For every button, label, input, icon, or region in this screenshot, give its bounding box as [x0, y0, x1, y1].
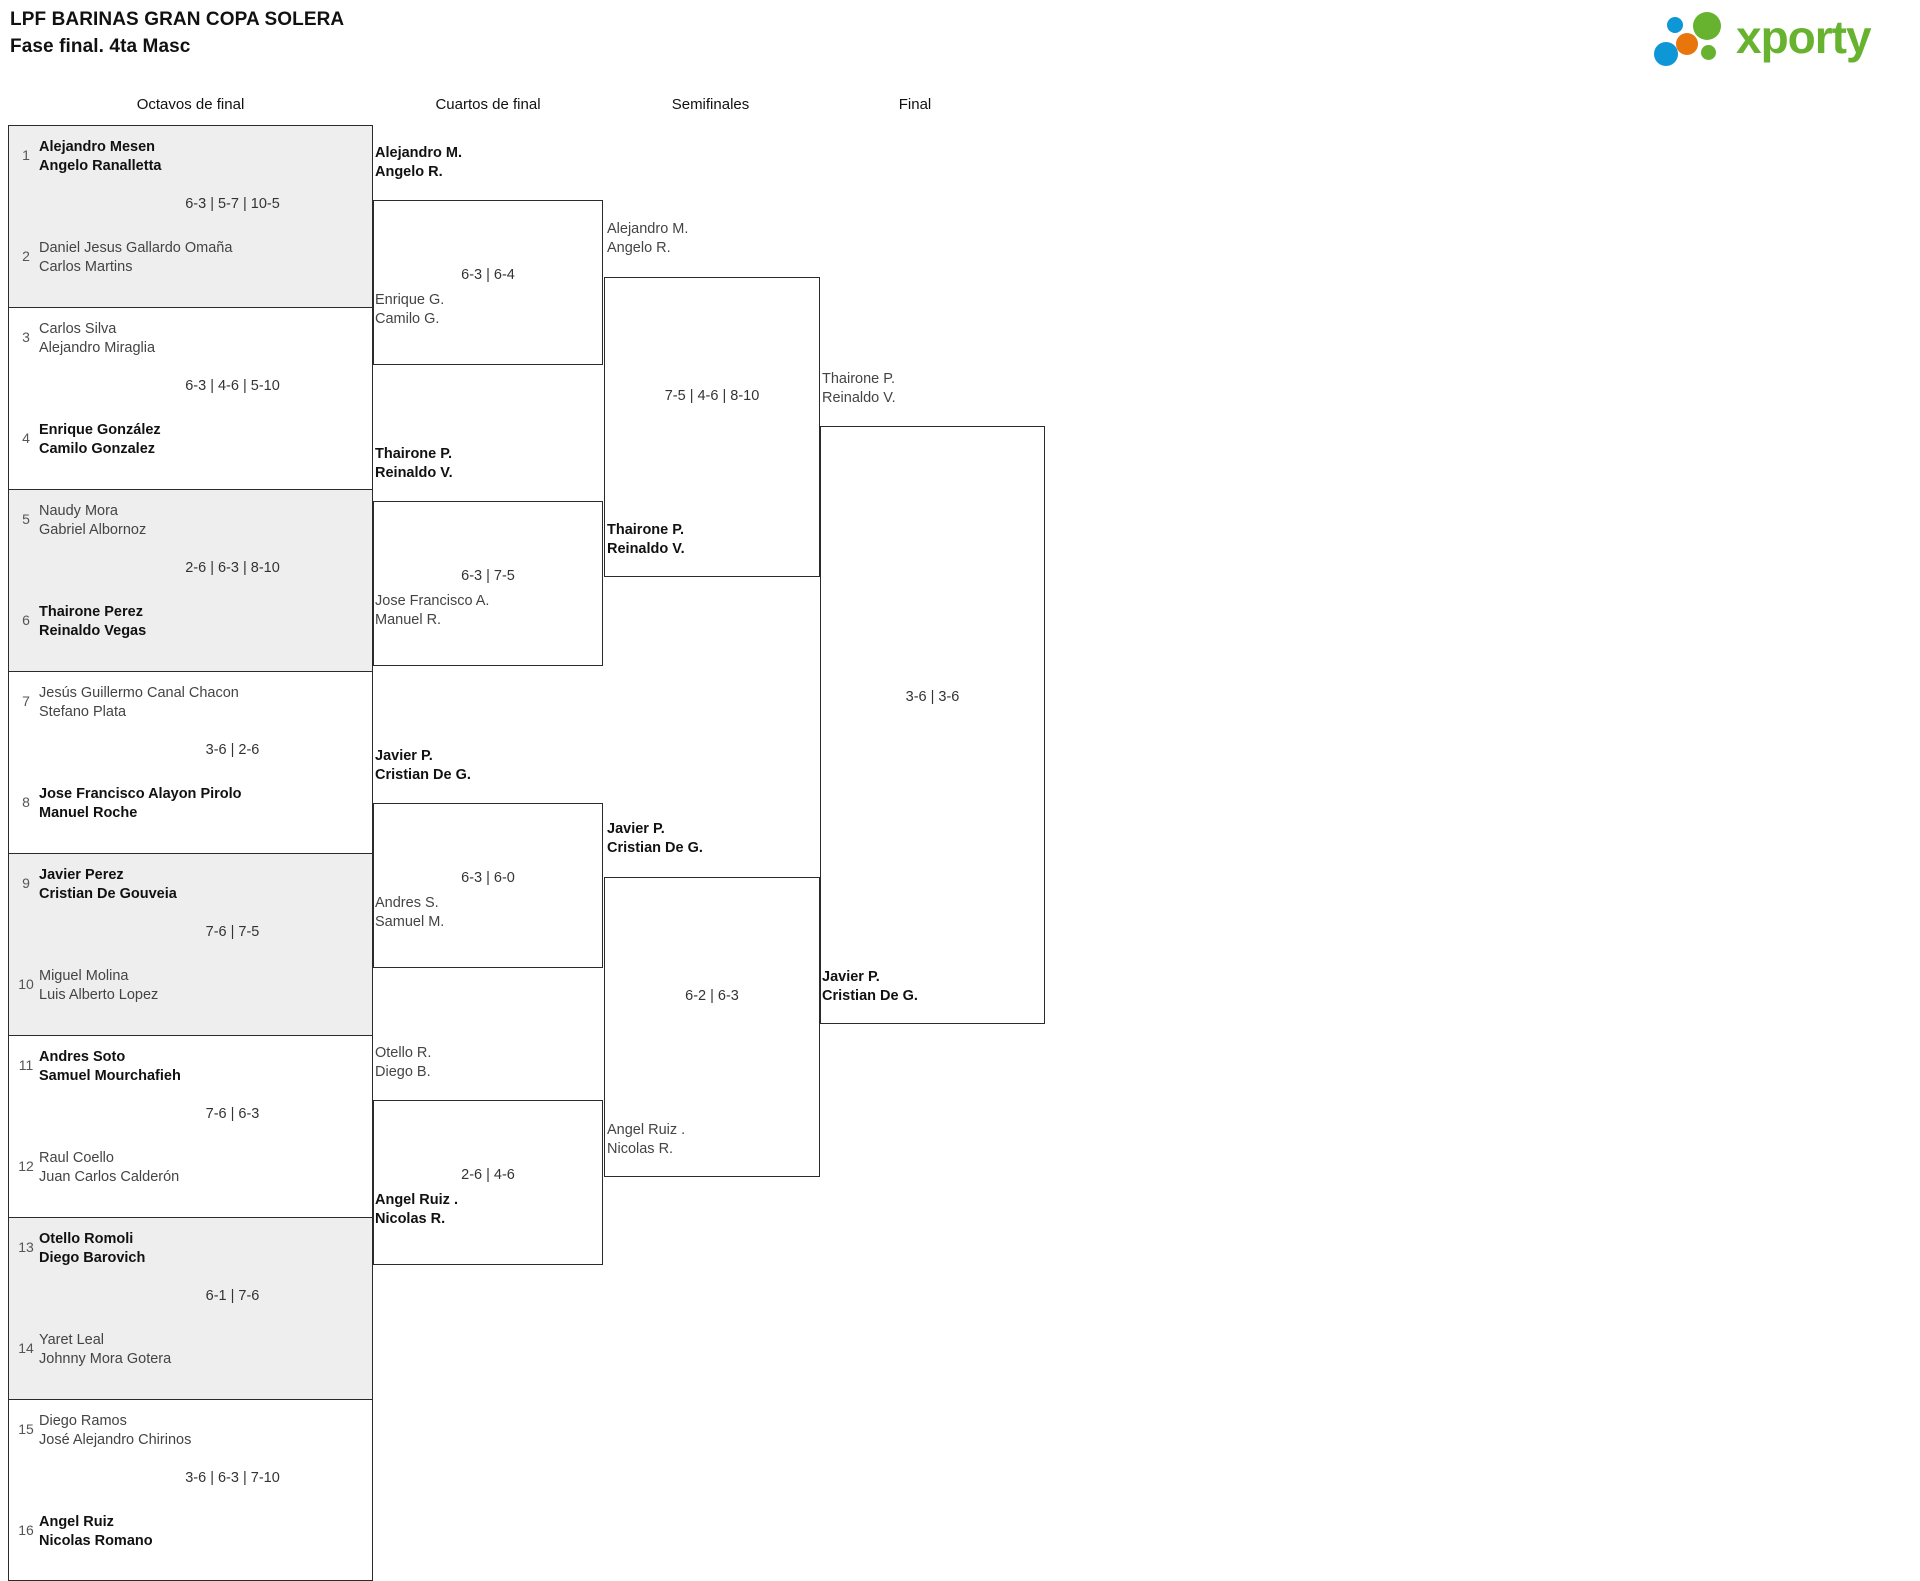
- logo-dot-orange: [1676, 33, 1698, 55]
- connector-r3-1[interactable]: 7-5 | 4-6 | 8-10: [604, 277, 820, 577]
- seed-number: 8: [22, 794, 30, 810]
- match-r1-6[interactable]: 11 Andres Soto Samuel Mourchafieh 7-6 | …: [8, 1035, 373, 1217]
- r2-team-bottom-3: Andres S. Samuel M.: [375, 895, 445, 930]
- connector-r2-2[interactable]: 6-3 | 7-5: [373, 501, 603, 666]
- logo-wordmark: xporty: [1736, 11, 1872, 63]
- seed-number: 1: [22, 147, 30, 163]
- match-r1-2[interactable]: 3 Carlos Silva Alejandro Miraglia 6-3 | …: [8, 307, 373, 489]
- team-bottom: Daniel Jesus Gallardo Omaña Carlos Marti…: [39, 240, 233, 275]
- connector-r2-1[interactable]: 6-3 | 6-4: [373, 200, 603, 365]
- seed-number: 14: [18, 1340, 34, 1356]
- match-score: 2-6 | 6-3 | 8-10: [185, 560, 280, 576]
- team-bottom: Jose Francisco Alayon Pirolo Manuel Roch…: [39, 786, 242, 821]
- seed-number: 5: [22, 511, 30, 527]
- team-top: Diego Ramos José Alejandro Chirinos: [39, 1413, 192, 1448]
- team-bottom: Angel Ruiz Nicolas Romano: [39, 1514, 153, 1549]
- seed-number: 3: [22, 329, 30, 345]
- match-score: 3-6 | 6-3 | 7-10: [185, 1470, 280, 1486]
- connector-r2-3[interactable]: 6-3 | 6-0: [373, 803, 603, 968]
- team-top: Andres Soto Samuel Mourchafieh: [39, 1049, 181, 1084]
- r3-team-top-2: Javier P. Cristian De G.: [607, 821, 703, 856]
- seed-number: 4: [22, 430, 30, 446]
- team-bottom: Thairone Perez Reinaldo Vegas: [39, 604, 147, 639]
- match-score: 6-3 | 6-4: [461, 267, 515, 283]
- match-score: 6-3 | 7-5: [461, 568, 515, 584]
- match-score: 7-6 | 7-5: [205, 924, 260, 940]
- team-top: Carlos Silva Alejandro Miraglia: [39, 321, 156, 356]
- match-r1-5[interactable]: 9 Javier Perez Cristian De Gouveia 7-6 |…: [8, 853, 373, 1035]
- seed-number: 16: [18, 1522, 34, 1538]
- connector-r2-4[interactable]: 2-6 | 4-6: [373, 1100, 603, 1265]
- page-title: LPF BARINAS GRAN COPA SOLERA Fase final.…: [10, 6, 344, 60]
- seed-number: 11: [18, 1057, 34, 1073]
- r2-team-bottom-2: Jose Francisco A. Manuel R.: [375, 593, 490, 628]
- r3-team-bottom-1: Thairone P. Reinaldo V.: [607, 522, 685, 557]
- r2-team-bottom-4: Angel Ruiz . Nicolas R.: [375, 1192, 458, 1227]
- seed-number: 7: [22, 693, 30, 709]
- match-score: 7-6 | 6-3: [205, 1106, 260, 1122]
- round-header-final: Final: [898, 96, 932, 113]
- match-score: 7-5 | 4-6 | 8-10: [664, 388, 760, 404]
- team-top: Otello Romoli Diego Barovich: [39, 1231, 146, 1266]
- logo-dot-blue-large: [1654, 42, 1678, 66]
- match-score: 6-3 | 4-6 | 5-10: [185, 378, 280, 394]
- seed-number: 6: [22, 612, 30, 628]
- r2-team-top-3: Javier P. Cristian De G.: [375, 748, 471, 783]
- team-top: Alejandro Mesen Angelo Ranalletta: [39, 139, 162, 174]
- round-octavos: 1 Alejandro Mesen Angelo Ranalletta 6-3 …: [8, 125, 373, 1581]
- r2-team-top-2: Thairone P. Reinaldo V.: [375, 446, 453, 481]
- logo-dot-green-large: [1693, 12, 1721, 40]
- seed-number: 2: [22, 248, 30, 264]
- xporty-logo: xporty: [1654, 8, 1912, 66]
- team-top: Javier Perez Cristian De Gouveia: [39, 867, 177, 902]
- tournament-name: LPF BARINAS GRAN COPA SOLERA: [10, 9, 345, 30]
- r3-team-bottom-2: Angel Ruiz . Nicolas R.: [607, 1122, 686, 1157]
- seed-number: 13: [18, 1239, 34, 1255]
- match-r1-8[interactable]: 15 Diego Ramos José Alejandro Chirinos 3…: [8, 1399, 373, 1581]
- team-bottom: Yaret Leal Johnny Mora Gotera: [39, 1332, 172, 1367]
- match-r1-7[interactable]: 13 Otello Romoli Diego Barovich 6-1 | 7-…: [8, 1217, 373, 1399]
- connector-r4-final[interactable]: 3-6 | 3-6: [820, 426, 1045, 1024]
- match-score: 6-2 | 6-3: [685, 988, 739, 1004]
- round-header-cuartos: Cuartos de final: [435, 96, 541, 113]
- r2-team-top-1: Alejandro M. Angelo R.: [375, 145, 463, 180]
- match-score: 3-6 | 2-6: [205, 742, 260, 758]
- tournament-phase: Fase final. 4ta Masc: [10, 36, 191, 57]
- round-header-octavos: Octavos de final: [136, 96, 245, 113]
- round-header-semis: Semifinales: [671, 96, 750, 113]
- match-score: 6-1 | 7-6: [205, 1288, 260, 1304]
- seed-number: 15: [18, 1421, 34, 1437]
- match-score: 6-3 | 6-0: [461, 870, 515, 886]
- r4-team-top: Thairone P. Reinaldo V.: [822, 371, 896, 406]
- r2-team-top-4: Otello R. Diego B.: [375, 1045, 432, 1080]
- seed-number: 12: [18, 1158, 34, 1174]
- seed-number: 9: [22, 875, 30, 891]
- logo-dot-green-small: [1701, 45, 1716, 60]
- team-bottom: Miguel Molina Luis Alberto Lopez: [39, 968, 159, 1003]
- match-r1-4[interactable]: 7 Jesús Guillermo Canal Chacon Stefano P…: [8, 671, 373, 853]
- logo-dot-blue-small: [1667, 17, 1683, 33]
- r3-team-top-1: Alejandro M. Angelo R.: [607, 221, 689, 256]
- match-score: 6-3 | 5-7 | 10-5: [185, 196, 280, 212]
- team-top: Jesús Guillermo Canal Chacon Stefano Pla…: [39, 685, 239, 720]
- seed-number: 10: [18, 976, 34, 992]
- team-bottom: Enrique González Camilo Gonzalez: [39, 422, 161, 457]
- match-score: 3-6 | 3-6: [905, 689, 960, 705]
- match-r1-3[interactable]: 5 Naudy Mora Gabriel Albornoz 2-6 | 6-3 …: [8, 489, 373, 671]
- r2-team-bottom-1: Enrique G. Camilo G.: [375, 292, 445, 327]
- team-bottom: Raul Coello Juan Carlos Calderón: [39, 1150, 180, 1185]
- match-r1-1[interactable]: 1 Alejandro Mesen Angelo Ranalletta 6-3 …: [8, 125, 373, 307]
- team-top: Naudy Mora Gabriel Albornoz: [39, 503, 147, 538]
- r4-team-bottom-champion: Javier P. Cristian De G.: [822, 969, 918, 1004]
- match-score: 2-6 | 4-6: [461, 1167, 515, 1183]
- connector-r3-2[interactable]: 6-2 | 6-3: [604, 877, 820, 1177]
